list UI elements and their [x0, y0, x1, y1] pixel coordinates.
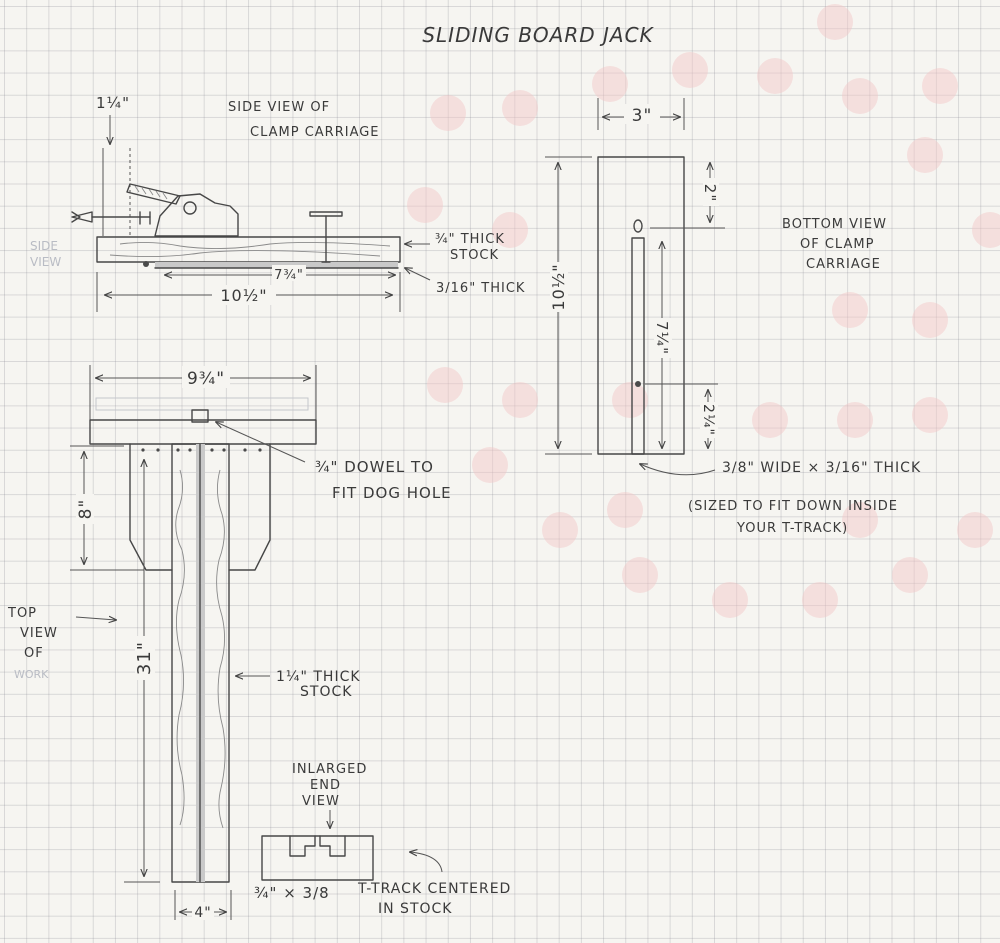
- bottom-view-title-1: BOTTOM VIEW: [782, 217, 887, 232]
- end-view-note-leader: [410, 852, 443, 873]
- bottom-view-title-3: CARRIAGE: [806, 257, 881, 272]
- end-view-label-1: INLARGED: [292, 762, 367, 777]
- bottom-fit-note-1: (SIZED TO FIT DOWN INSIDE: [688, 499, 898, 514]
- top-screw-dots: [141, 448, 262, 452]
- top-dowel-label-1: ¾" DOWEL TO: [315, 458, 434, 476]
- side-view-faint-1: SIDE: [30, 239, 58, 253]
- side-dim-length: 10½": [220, 286, 267, 305]
- bottom-fit-note-2: YOUR T-TRACK): [736, 521, 848, 536]
- side-board: [96, 236, 401, 263]
- top-dowel-label-2: FIT DOG HOLE: [332, 484, 452, 502]
- end-view-note-1: T-TRACK CENTERED: [357, 881, 511, 897]
- top-view-label-1: TOP: [7, 606, 37, 621]
- bottom-dim-bottom: 2¼": [700, 404, 716, 436]
- bottom-view-group: BOTTOM VIEW OF CLAMP CARRIAGE 3" 10½" 2"…: [545, 98, 921, 536]
- drawing-title: SLIDING BOARD JACK: [422, 23, 654, 47]
- top-stock-label-1: 1¼" THICK: [276, 669, 361, 685]
- bottom-top-hole: [633, 219, 643, 233]
- end-view-label-2: END: [310, 778, 341, 793]
- top-dim-length-bg: [135, 636, 155, 680]
- bottom-dim-slot-bg: [654, 318, 672, 358]
- top-view-label-arrow: [75, 617, 116, 620]
- top-view-label-3: OF: [24, 646, 44, 661]
- end-view-track-size: ¾" × 3/8: [254, 884, 330, 902]
- bottom-dim-bottom-bg: [700, 402, 718, 438]
- top-dim-bottom-bg: [192, 902, 214, 920]
- top-dim-head-bg: [76, 494, 94, 524]
- side-runner-screw: [143, 261, 149, 267]
- side-dim-track: 7¾": [274, 268, 304, 283]
- side-board-grain: [109, 241, 391, 258]
- toggle-clamp-icon: [71, 183, 239, 237]
- top-dim-head: 8": [76, 499, 96, 520]
- top-dim-width-bg: [182, 366, 230, 388]
- end-view-group: INLARGED END VIEW ¾" × 3/8 T-TRACK CENTE…: [254, 762, 511, 917]
- top-view-faint: WORK: [14, 668, 49, 681]
- top-view-group: 9¾" ¾" DOWEL TO FIT DOG HOLE 8": [7, 365, 452, 921]
- top-dim-length: 31": [134, 641, 155, 675]
- top-head-block: [129, 443, 271, 571]
- bottom-dim-top: 2": [701, 184, 719, 202]
- top-dim-width: 9¾": [187, 369, 225, 389]
- side-dim-top: 1¼": [96, 94, 130, 112]
- side-view-group: SIDE VIEW OF CLAMP CARRIAGE SIDE VIEW 1¼…: [30, 94, 525, 312]
- bottom-dim-length-bg: [550, 262, 568, 312]
- side-stock-label-2: STOCK: [450, 248, 499, 263]
- bottom-runner-note: 3/8" WIDE × 3/16" THICK: [722, 460, 921, 476]
- bottom-dim-length: 10½": [549, 263, 568, 310]
- bottom-dim-slot: 7¼": [653, 321, 671, 355]
- side-dim-track-bg: [272, 265, 306, 281]
- end-view-note-2: IN STOCK: [378, 901, 452, 917]
- top-dim-bottom: 4": [194, 905, 211, 921]
- top-stock-label-2: STOCK: [300, 684, 352, 700]
- bottom-runner: [631, 237, 645, 455]
- end-view-label-3: VIEW: [302, 794, 340, 809]
- side-view-faint-2: VIEW: [30, 255, 61, 269]
- bottom-dim-width-bg: [624, 104, 660, 124]
- top-cross-board: [89, 419, 317, 445]
- side-stock-label-1: ¾" THICK: [435, 232, 505, 247]
- bottom-view-title-2: OF CLAMP: [800, 237, 874, 252]
- top-dowel-leader: [216, 422, 306, 463]
- bottom-bolt-hole: [635, 381, 641, 387]
- top-dowel: [191, 409, 209, 423]
- bottom-runner-leader: [640, 464, 716, 476]
- top-view-label-2: VIEW: [20, 626, 58, 641]
- bottom-dim-top-bg: [703, 178, 719, 206]
- top-ghost-board: [95, 397, 309, 411]
- side-runner-leader: [405, 268, 431, 281]
- top-shaft-grain: [175, 469, 226, 829]
- side-view-title-1: SIDE VIEW OF: [228, 100, 330, 115]
- side-dim-length-bg: [212, 285, 276, 305]
- side-runner-label: 3/16" THICK: [436, 281, 525, 296]
- pink-dot-pattern: [407, 4, 1000, 618]
- end-view-t-track: [289, 835, 346, 857]
- end-view-block: [261, 835, 374, 881]
- side-view-title-2: CLAMP CARRIAGE: [250, 125, 380, 140]
- bottom-dim-width: 3": [632, 106, 653, 126]
- t-bolt-icon: [309, 211, 343, 263]
